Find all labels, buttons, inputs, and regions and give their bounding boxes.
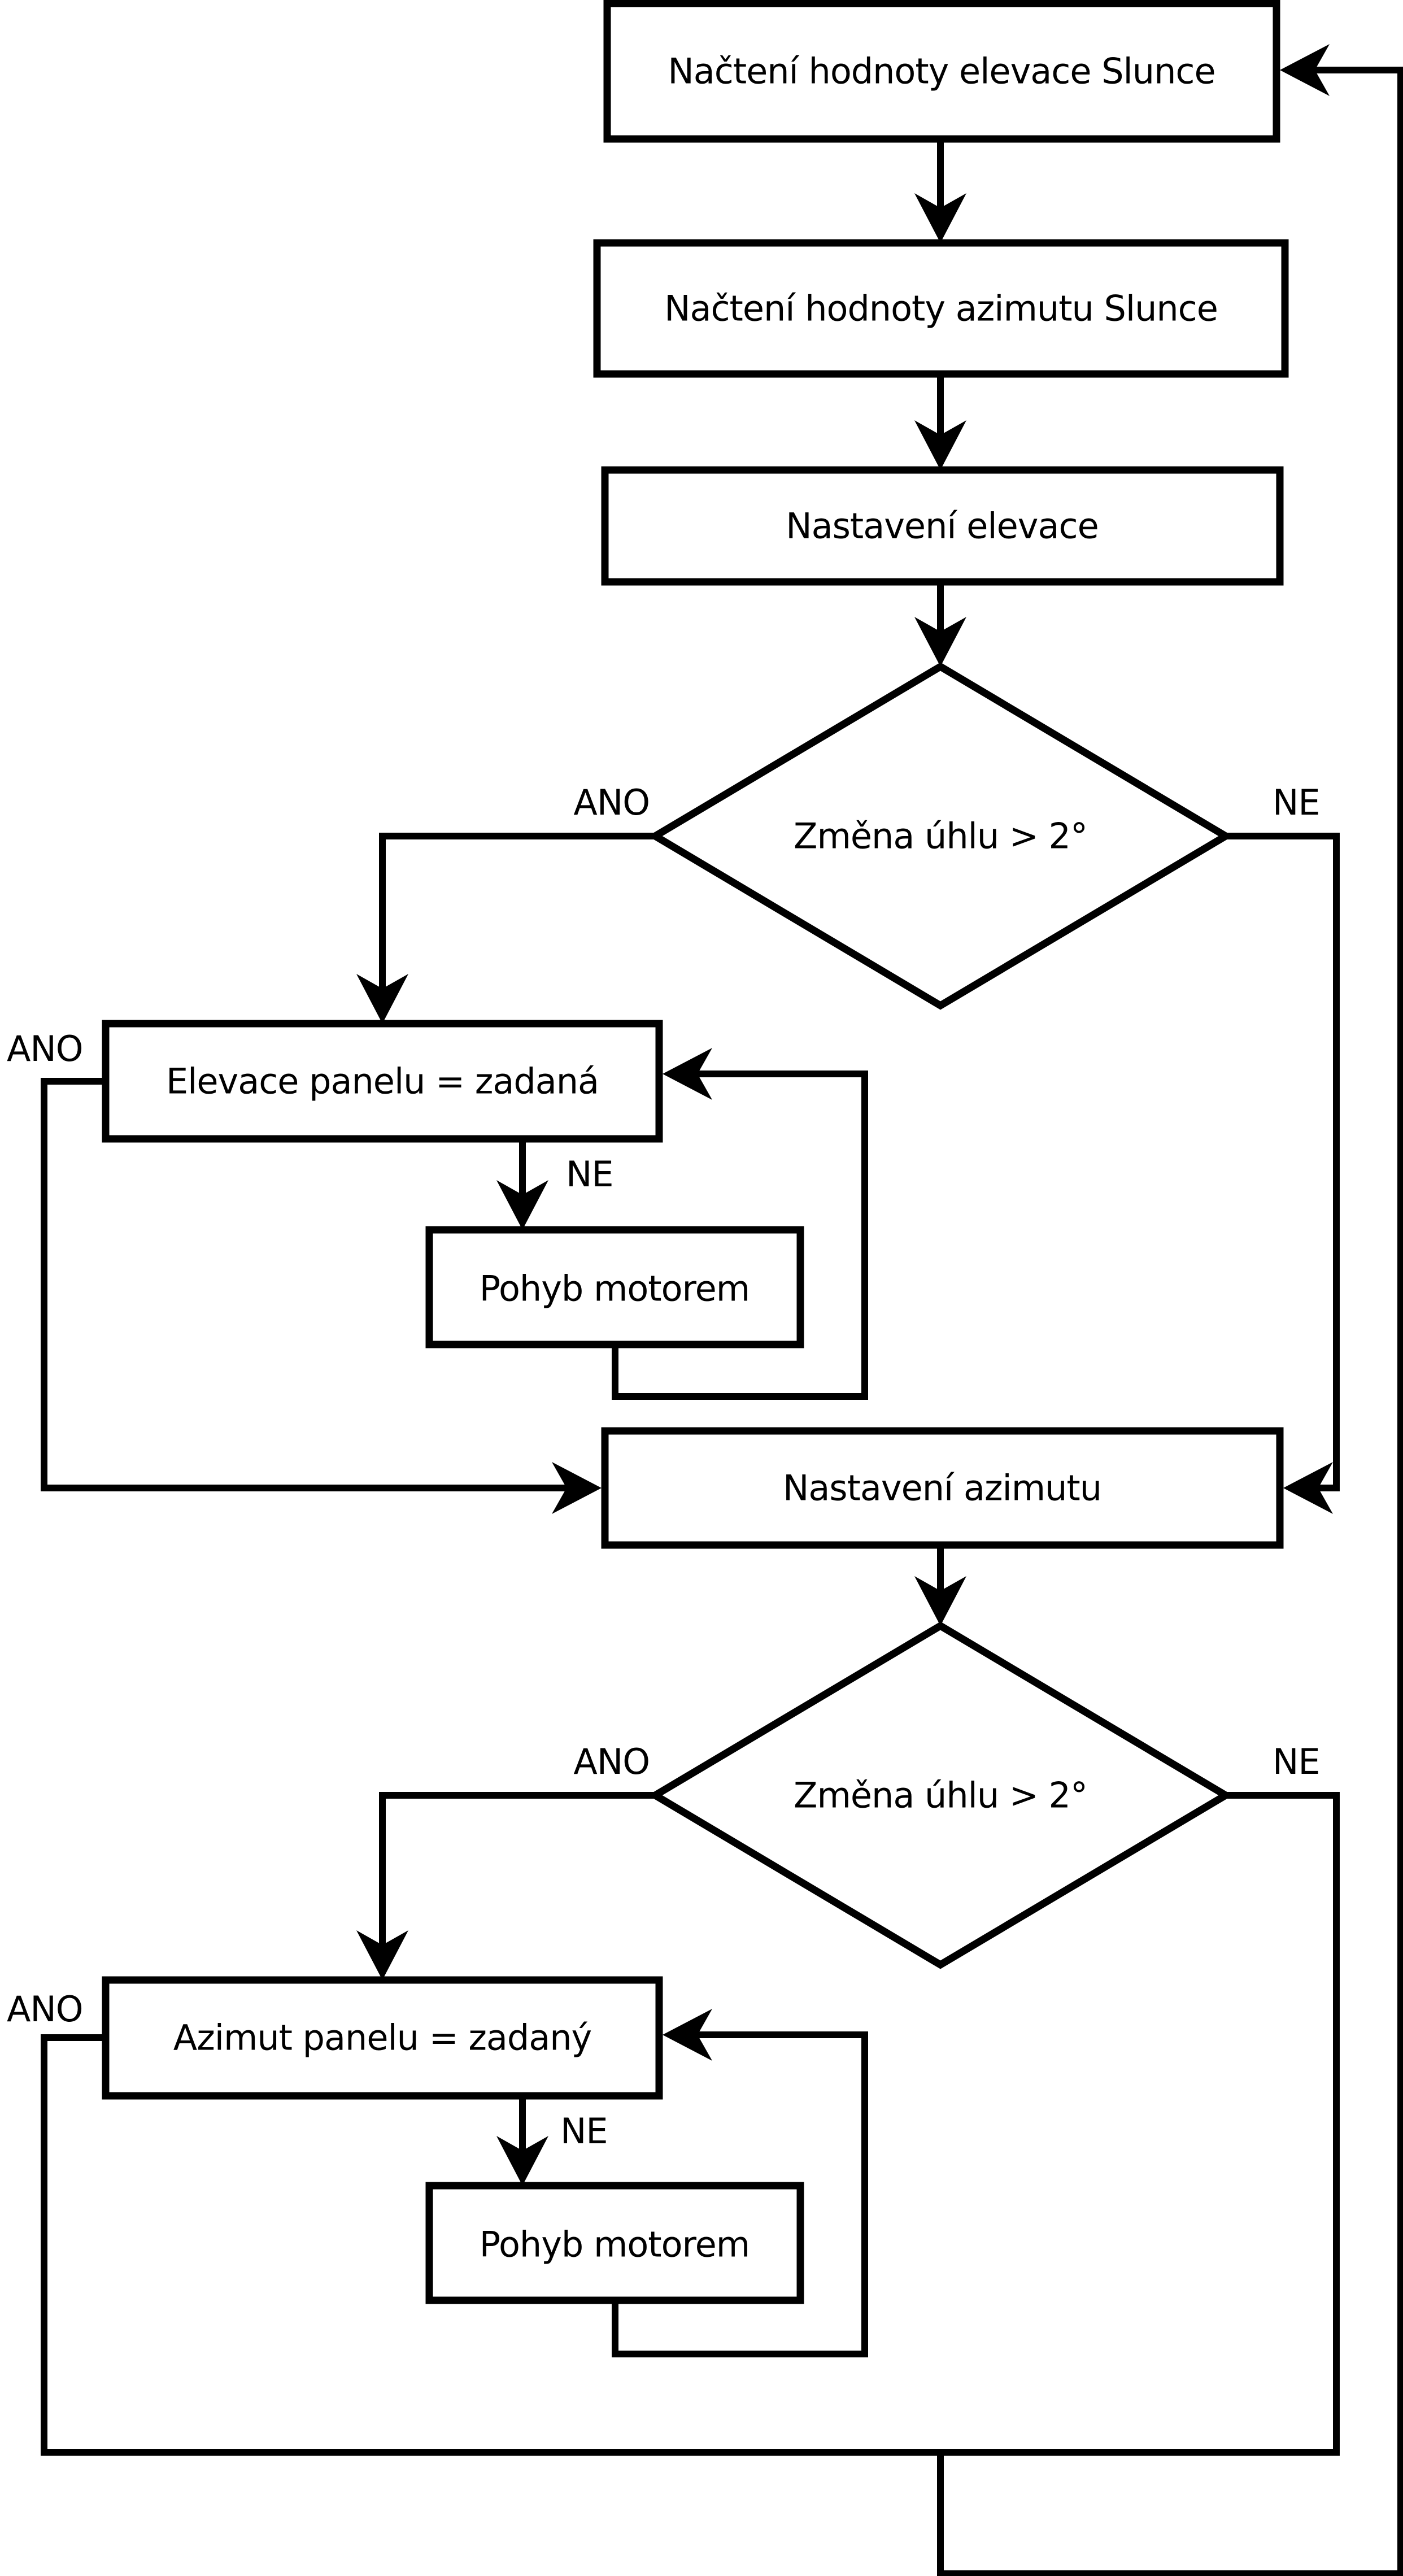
arrowhead-into-azimuth-check	[914, 1576, 966, 1626]
label-set-azimuth: Nastavení azimutu	[783, 1468, 1101, 1509]
edge-motor-azimuth-loop-back	[612, 2031, 868, 2357]
edge-panel-azimuth-ano-to-bottom-rail	[41, 2034, 106, 2449]
branch-labels: ANO NE ANO NE ANO NE ANO NE	[7, 782, 1321, 2152]
branch-label-panel-elevation-ano: ANO	[7, 1028, 83, 1069]
node-set-azimuth	[601, 1427, 1284, 1549]
branch-label-panel-azimuth-ano: ANO	[7, 1988, 83, 2030]
branch-label-azimuth-check-ne: NE	[1273, 1741, 1320, 1782]
edge-azimuth-check-ne-to-bottom-rail	[1222, 1792, 1340, 2456]
branch-label-panel-elevation-ne: NE	[566, 1154, 613, 1195]
node-panel-elevation	[102, 1020, 663, 1143]
node-motor-azimuth	[425, 2182, 804, 2304]
nodes	[102, 0, 1289, 2304]
label-set-elevation: Nastavení elevace	[786, 506, 1098, 547]
arrowhead-into-panel-azimuth-top	[356, 1930, 408, 1980]
edge-elevation-check-ano-to-panel-elevation	[379, 833, 659, 991]
label-load-azimuth: Načtení hodnoty azimutu Slunce	[664, 288, 1218, 329]
node-elevation-check-diamond	[648, 662, 1233, 1010]
label-load-elevation: Načtení hodnoty elevace Slunce	[668, 51, 1215, 92]
arrowhead-into-load-azimuth	[914, 193, 966, 243]
node-labels: Načtení hodnoty elevace Slunce Načtení h…	[166, 51, 1218, 2265]
arrowhead-into-set-elevation	[914, 420, 966, 470]
label-motor-azimuth: Pohyb motorem	[480, 2224, 750, 2265]
edge-azimuth-check-ano-to-panel-azimuth	[379, 1792, 659, 1947]
arrowhead-into-set-azimuth-left	[552, 1462, 602, 1514]
arrowhead-into-panel-azimuth-right	[663, 2009, 712, 2061]
arrowhead-into-set-azimuth-right	[1283, 1462, 1333, 1514]
node-motor-elevation	[425, 1226, 804, 1348]
edge-return-to-start-rail	[937, 67, 1403, 2576]
edge-elevation-check-ne-to-set-azimuth	[1222, 833, 1340, 1491]
arrowhead-into-panel-elevation-right	[663, 1048, 712, 1100]
edge-panel-elevation-ano-to-set-azimuth	[41, 1078, 570, 1491]
arrowheads	[356, 44, 1333, 2186]
arrowhead-into-load-elevation-right	[1280, 44, 1330, 96]
node-load-azimuth	[593, 239, 1289, 378]
label-motor-elevation: Pohyb motorem	[480, 1268, 750, 1309]
node-panel-azimuth	[102, 1976, 663, 2100]
branch-label-elevation-check-ano: ANO	[573, 782, 650, 823]
node-load-elevation	[603, 0, 1280, 143]
arrowhead-into-motor-azimuth	[496, 2136, 548, 2186]
label-elevation-check: Změna úhlu > 2°	[794, 816, 1087, 857]
label-panel-elevation: Elevace panelu = zadaná	[166, 1061, 599, 1102]
branch-label-azimuth-check-ano: ANO	[573, 1741, 650, 1782]
branch-label-elevation-check-ne: NE	[1273, 782, 1320, 823]
node-azimuth-check-diamond	[648, 1621, 1233, 1969]
branch-label-panel-azimuth-ne: NE	[560, 2111, 608, 2152]
node-set-elevation	[601, 466, 1284, 586]
edges	[41, 67, 1403, 2576]
arrowhead-into-motor-elevation	[496, 1180, 548, 1230]
arrowhead-into-panel-elevation-top	[356, 974, 408, 1024]
edge-motor-elevation-loop-back	[612, 1071, 868, 1400]
arrowhead-into-elevation-check	[914, 617, 966, 667]
label-azimuth-check: Změna úhlu > 2°	[794, 1775, 1087, 1816]
label-panel-azimuth: Azimut panelu = zadaný	[173, 2017, 591, 2059]
